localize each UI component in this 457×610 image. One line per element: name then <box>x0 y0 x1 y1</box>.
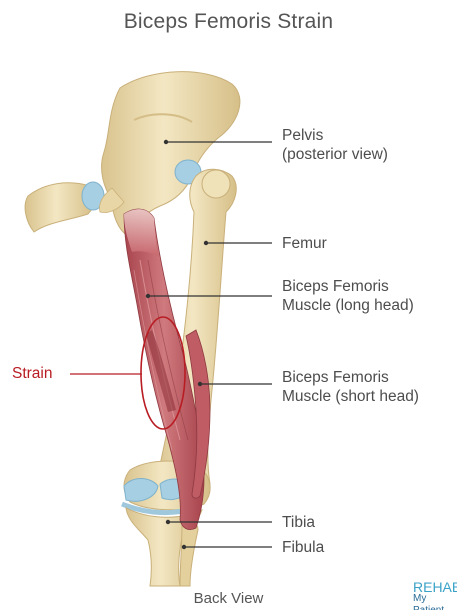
tibia-label: Tibia <box>282 513 315 532</box>
fibula-label: Fibula <box>282 538 324 557</box>
brand-tagline: My Patient <box>413 593 457 610</box>
femur-label: Femur <box>282 234 327 253</box>
long-head-label: Biceps Femoris Muscle (long head) <box>282 277 414 315</box>
view-caption: Back View <box>0 590 457 607</box>
opposite-hip-bone <box>25 182 104 232</box>
brand-name: REHAB <box>413 581 457 593</box>
pelvis-label: Pelvis (posterior view) <box>282 126 388 164</box>
short-head-label: Biceps Femoris Muscle (short head) <box>282 368 419 406</box>
fibula-bone <box>180 520 198 586</box>
brand-logo: REHAB My Patient <box>413 581 457 610</box>
strain-label: Strain <box>12 364 53 383</box>
